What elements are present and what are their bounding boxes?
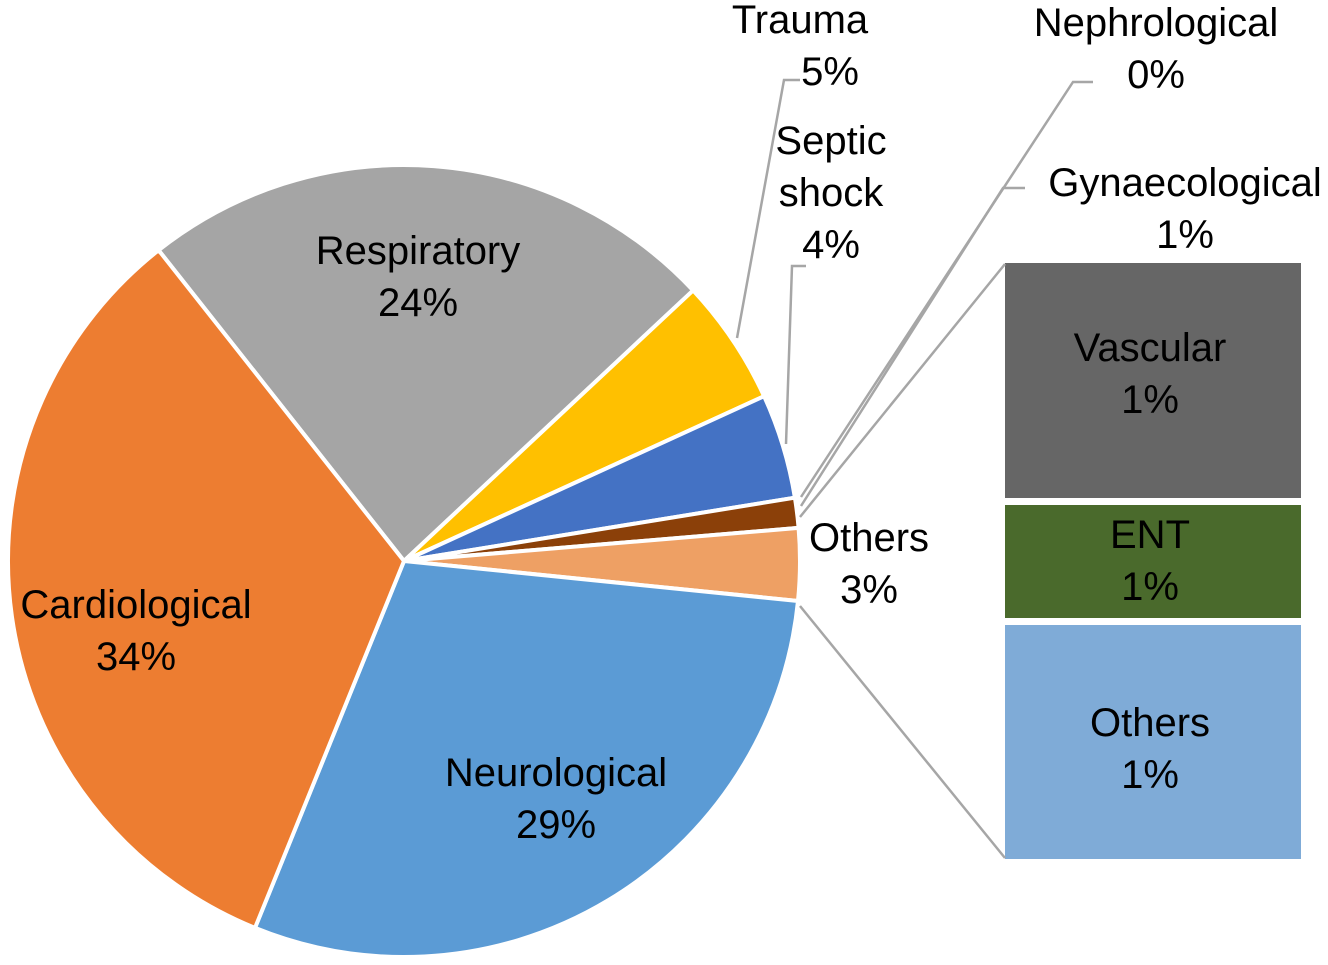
pie-slice-neurological	[253, 559, 800, 959]
trauma-leader	[735, 78, 800, 339]
bar-connector-bottom	[799, 605, 1006, 859]
pie-slice-cardiological	[6, 248, 406, 930]
bar-segment-ent	[1005, 505, 1301, 618]
bar-segment-vascular	[1005, 263, 1301, 498]
gynaecological-leader	[799, 186, 1025, 507]
pie-slice-respiratory	[156, 163, 696, 563]
nephrological-leader	[799, 80, 1093, 498]
bar-segment-others-bar	[1005, 625, 1301, 859]
septic-shock-leader	[784, 264, 806, 445]
bar-connector-top	[799, 263, 1006, 518]
